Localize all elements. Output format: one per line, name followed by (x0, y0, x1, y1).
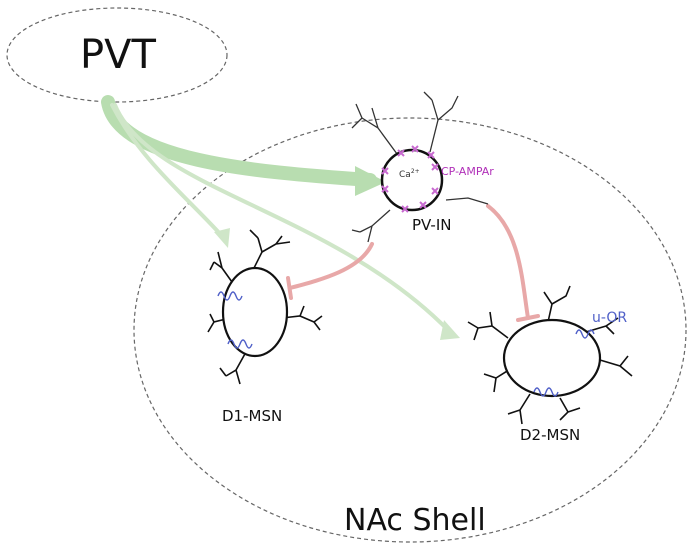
pvt-to-d2-arrowhead (440, 320, 460, 340)
pv-in-to-d1-inhibition (288, 242, 374, 290)
nac-shell-region (133, 117, 687, 543)
pv-in-to-d1-terminal (286, 276, 293, 300)
calcium-symbol: Ca (399, 170, 411, 180)
pvt-to-d2-projection (113, 103, 450, 332)
pvt-label: PVT (80, 32, 156, 78)
nac-shell-label: NAc Shell (344, 503, 486, 538)
pv-in-to-d2-terminal (516, 314, 540, 322)
cp-ampa-receptors (381, 145, 439, 213)
d1-msn-cell: D1-MSN (207, 229, 323, 425)
pvt-to-pv-in-arrowhead (355, 166, 386, 196)
d1-opioid-receptors (217, 291, 253, 349)
pvt-to-pv-in-projection (101, 95, 377, 187)
u-or-label: u-OR (592, 310, 627, 326)
d1-msn-soma (221, 266, 289, 358)
pv-in-cell: Ca2+ CP-AMPAr PV-IN (351, 91, 494, 243)
calcium-charge: 2+ (411, 168, 420, 175)
cp-ampar-label: CP-AMPAr (441, 165, 494, 178)
d2-msn-cell: u-OR D2-MSN (467, 285, 633, 444)
calcium-label: Ca2+ (399, 168, 420, 180)
pvt-to-d1-projection (110, 103, 224, 238)
d2-msn-dendrites (467, 285, 633, 425)
pv-in-label: PV-IN (412, 216, 452, 234)
pvt-region (6, 7, 228, 103)
d2-msn-label: D2-MSN (520, 426, 580, 444)
d2-msn-soma (502, 318, 602, 398)
d2-opioid-receptors (533, 329, 595, 397)
pv-in-to-d2-inhibition (486, 204, 530, 320)
pv-in-soma (380, 148, 444, 212)
pv-in-dendrites (351, 91, 489, 243)
d1-msn-dendrites (207, 229, 323, 385)
d1-msn-label: D1-MSN (222, 407, 282, 425)
pvt-to-d1-arrowhead (214, 228, 230, 248)
